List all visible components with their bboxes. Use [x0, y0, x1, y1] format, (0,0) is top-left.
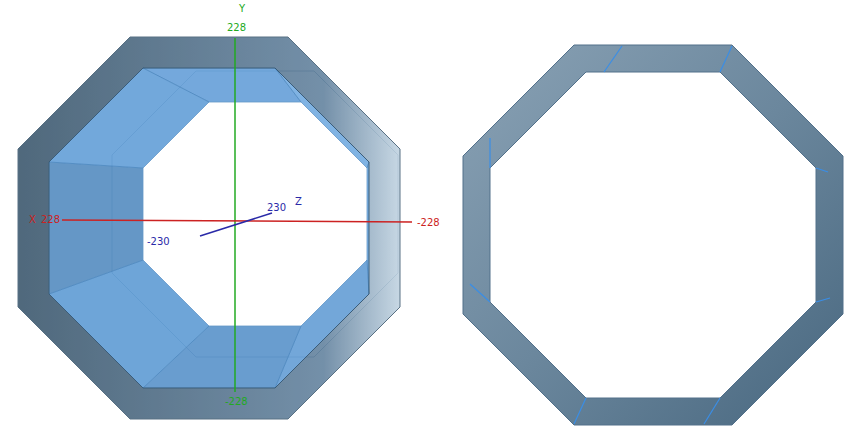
- axis-name: X: [28, 214, 37, 226]
- axis-name: Z: [294, 196, 303, 208]
- axis-name: Y: [238, 3, 246, 15]
- front-ring: [18, 37, 400, 419]
- axis-value: -230: [146, 236, 171, 248]
- axis-value: -228: [224, 396, 249, 408]
- tube-3d-view: [18, 37, 412, 419]
- tube-front-view: [463, 45, 843, 425]
- axis-value: -228: [416, 217, 441, 229]
- axis-value: 228: [226, 22, 247, 34]
- z-axis: [200, 213, 272, 236]
- axis-value: 228: [40, 214, 61, 226]
- x-axis: [62, 220, 412, 222]
- axis-value: 230: [266, 202, 287, 214]
- octagon-ring: [463, 45, 843, 425]
- seam-lines: [470, 46, 830, 424]
- inner-walls: [49, 68, 369, 388]
- y-axis: [234, 38, 236, 392]
